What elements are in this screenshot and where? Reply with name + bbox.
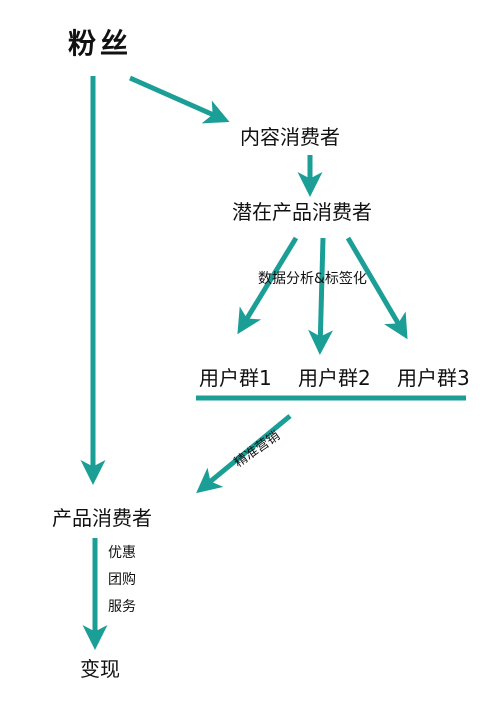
node-content-consumer: 内容消费者	[240, 125, 340, 149]
node-user-group-1: 用户群1	[199, 366, 272, 390]
node-product-consumer: 产品消费者	[52, 506, 152, 530]
arrow-to-group1	[237, 236, 299, 335]
node-monetize: 变现	[80, 657, 120, 681]
label-group-buying: 团购	[108, 572, 136, 588]
node-user-group-2: 用户群2	[298, 366, 371, 390]
node-fans: 粉丝	[68, 27, 133, 60]
arrow-to-group2	[308, 237, 334, 355]
label-discount: 优惠	[108, 545, 136, 561]
node-potential-product-consumer: 潜在产品消费者	[232, 200, 372, 224]
node-user-group-3: 用户群3	[397, 366, 470, 390]
label-service: 服务	[108, 599, 136, 615]
arrow-to-group3	[345, 236, 408, 340]
label-data-analysis-tagging: 数据分析&标签化	[258, 271, 367, 287]
arrow-groups-to-product-consumer	[196, 414, 292, 494]
arrow-fans-to-content-consumer	[128, 75, 230, 124]
